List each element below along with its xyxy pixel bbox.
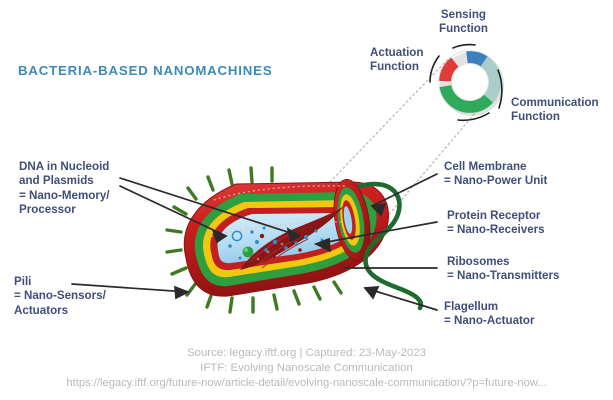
label-protein-receptor: Protein Receptor = Nano-Receivers bbox=[447, 209, 545, 237]
function-ring-diagram bbox=[429, 43, 504, 122]
ring-label-actuation: Actuation Function bbox=[370, 46, 424, 74]
label-dna-nucleoid: DNA in Nucleoid and Plasmids = Nano-Memo… bbox=[19, 160, 110, 217]
page-title: BACTERIA-BASED NANOMACHINES bbox=[18, 63, 273, 78]
label-cell-membrane: Cell Membrane = Nano-Power Unit bbox=[444, 160, 548, 188]
flagellum bbox=[357, 181, 424, 311]
ring-label-sensing: Sensing Function bbox=[439, 8, 488, 36]
label-ribosomes: Ribosomes = Nano-Transmitters bbox=[447, 255, 560, 283]
ring-label-communication: Communication Function bbox=[511, 96, 599, 124]
caption-url: https://legacy.iftf.org/future-now/artic… bbox=[66, 377, 547, 389]
leader-lines bbox=[71, 173, 438, 311]
caption-article: IFTF: Evolving Nanoscale Communication bbox=[200, 362, 413, 374]
bacterium-diagram bbox=[165, 166, 424, 314]
label-pili: Pili = Nano-Sensors/ Actuators bbox=[14, 275, 106, 317]
pili-spikes bbox=[165, 166, 343, 314]
label-flagellum: Flagellum = Nano-Actuator bbox=[444, 300, 535, 328]
caption-source: Source: legacy.iftf.org | Captured: 23-M… bbox=[187, 347, 426, 359]
